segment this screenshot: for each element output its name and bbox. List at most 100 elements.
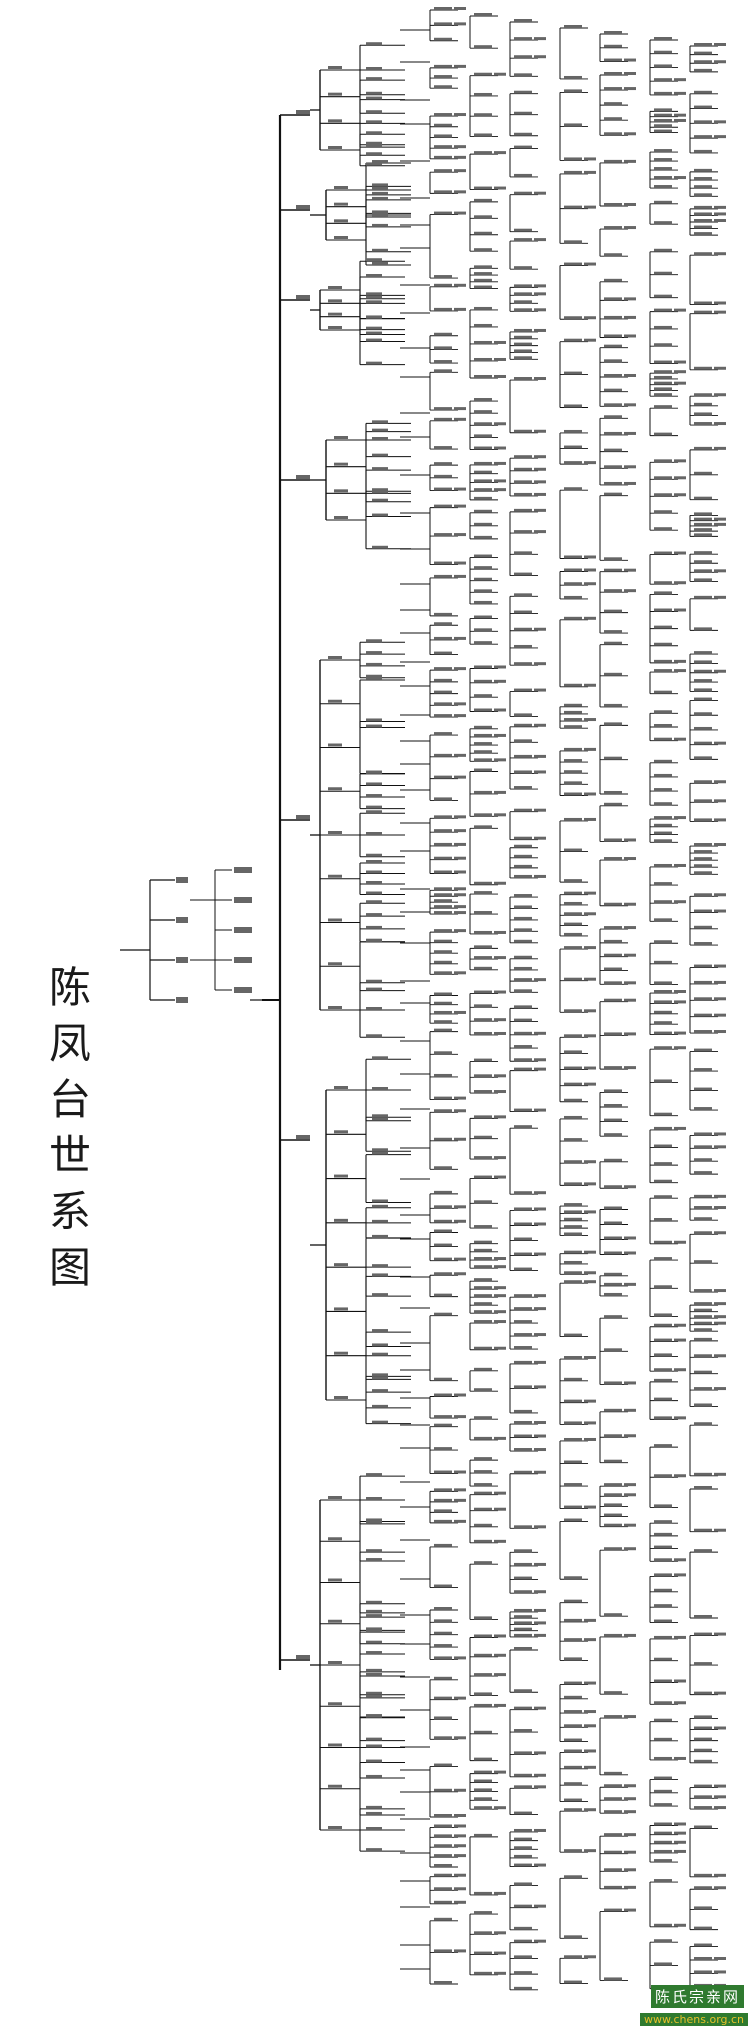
person-node [604, 1066, 622, 1070]
person-node [624, 297, 636, 301]
person-node [694, 212, 712, 216]
person-node [514, 989, 532, 993]
person-node [454, 1415, 466, 1419]
person-node [366, 1691, 382, 1695]
person-node [654, 1803, 672, 1807]
person-node [674, 900, 686, 904]
person-node [654, 710, 672, 714]
person-node [604, 448, 622, 452]
person-node [584, 1724, 596, 1728]
person-node [434, 1312, 452, 1316]
person-node [366, 870, 382, 874]
person-node [674, 1368, 686, 1372]
person-node [474, 113, 492, 117]
person-node [474, 733, 492, 737]
person-node [454, 561, 466, 565]
person-node [694, 1784, 712, 1788]
person-node [564, 848, 582, 852]
person-node [334, 236, 348, 239]
person-node [654, 37, 672, 40]
person-node [714, 212, 726, 216]
person-node [474, 615, 492, 619]
person-node [694, 1217, 712, 1221]
person-node [372, 1343, 388, 1347]
person-node [534, 1294, 546, 1298]
person-node [624, 202, 636, 206]
person-node [434, 1488, 452, 1492]
person-node [604, 253, 622, 257]
person-node [296, 815, 310, 819]
person-node [474, 1483, 492, 1487]
person-node [534, 1434, 546, 1438]
person-node [366, 987, 382, 991]
person-node [654, 1257, 672, 1261]
person-node [674, 1840, 686, 1844]
person-node [694, 185, 712, 189]
person-node [564, 1738, 582, 1742]
person-node [694, 1171, 712, 1175]
person-node [564, 817, 582, 821]
person-node [328, 787, 342, 791]
person-node [434, 887, 452, 891]
person-node [654, 839, 672, 843]
person-node [564, 429, 582, 433]
person-node [604, 1185, 622, 1189]
person-node [454, 504, 466, 508]
person-node [372, 248, 388, 252]
person-node [328, 1578, 342, 1582]
person-node [454, 1814, 466, 1818]
person-node [474, 446, 492, 450]
person-node [654, 882, 672, 886]
person-node [474, 398, 492, 402]
person-node [514, 308, 532, 312]
person-node [654, 108, 672, 112]
person-node [564, 1657, 582, 1661]
person-node [366, 782, 382, 786]
person-node [674, 1558, 686, 1562]
person-node [514, 1846, 532, 1850]
person-node [514, 1971, 532, 1975]
person-node [564, 205, 582, 209]
person-node [654, 294, 672, 298]
person-node [474, 1265, 492, 1269]
person-node [328, 286, 342, 289]
person-node [514, 1904, 532, 1908]
person-node [474, 554, 492, 558]
person-node [474, 930, 492, 934]
person-node [584, 170, 596, 174]
person-node [454, 1834, 466, 1838]
person-node [714, 893, 726, 897]
person-node [564, 1399, 582, 1403]
person-node [604, 672, 622, 676]
person-node [694, 422, 712, 426]
person-node [534, 1252, 546, 1256]
person-node [584, 568, 596, 572]
person-node [514, 1005, 532, 1009]
person-node [694, 1422, 712, 1426]
person-node [564, 1437, 582, 1441]
person-node [474, 966, 492, 970]
person-node [434, 960, 452, 964]
person-node [714, 1795, 726, 1799]
person-node [694, 252, 712, 256]
person-node [454, 1900, 466, 1904]
person-node [534, 455, 546, 459]
person-node [434, 64, 452, 68]
person-node [654, 918, 672, 922]
person-node [714, 366, 726, 370]
person-node [514, 1828, 532, 1832]
person-node [694, 1825, 712, 1829]
person-node [514, 610, 532, 614]
person-node [604, 1977, 622, 1981]
person-node [474, 1031, 492, 1035]
person-node [366, 1473, 382, 1477]
person-node [654, 1859, 672, 1863]
person-node [234, 987, 252, 993]
person-node [366, 274, 382, 278]
person-node [654, 1545, 672, 1549]
person-node [624, 403, 636, 407]
person-node [654, 1444, 672, 1448]
person-node [714, 1956, 726, 1960]
person-node [534, 808, 546, 812]
person-node [714, 1806, 726, 1810]
